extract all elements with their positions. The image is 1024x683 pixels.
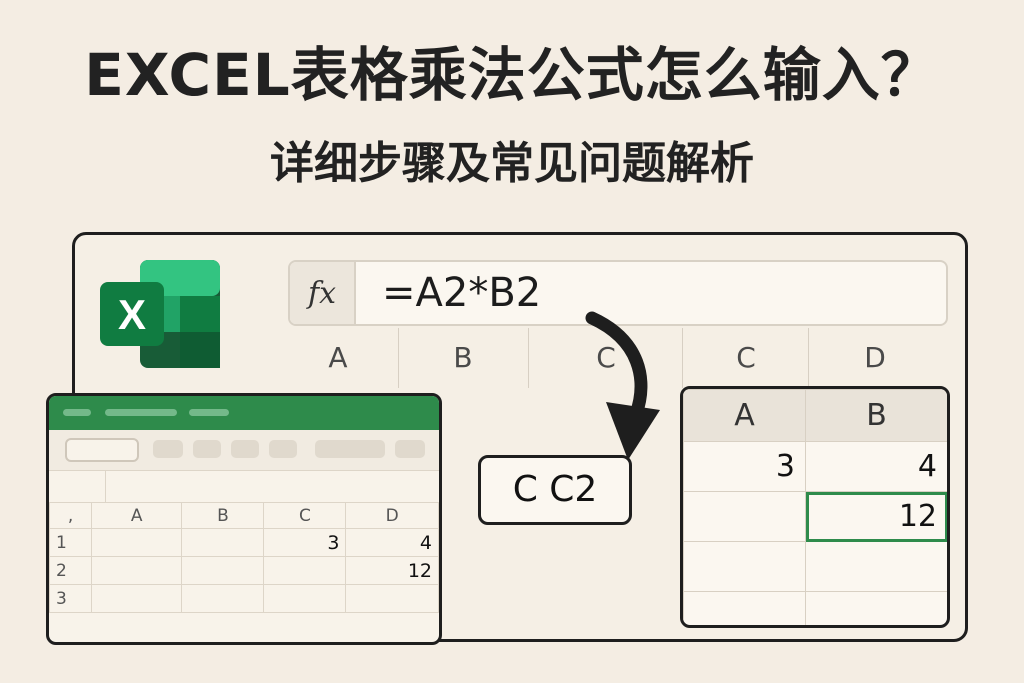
cell[interactable] (805, 591, 947, 625)
column-header-c[interactable]: C (263, 502, 347, 529)
cell[interactable] (181, 584, 265, 613)
table-row (683, 541, 947, 592)
cell[interactable]: 4 (805, 441, 947, 492)
row-header[interactable]: 1 (49, 528, 93, 557)
bg-column-divider (528, 328, 529, 388)
cell[interactable]: 3 (683, 441, 806, 492)
page-title: EXCEL表格乘法公式怎么输入？ (84, 41, 940, 109)
ribbon-button[interactable] (269, 440, 297, 458)
cell[interactable] (263, 556, 347, 585)
bg-column-header: B (453, 341, 473, 374)
table-row: 3 4 (683, 441, 947, 492)
cell[interactable] (263, 584, 347, 613)
bg-column-divider (808, 328, 809, 388)
column-header-a[interactable]: A (91, 502, 183, 529)
cell[interactable] (683, 491, 806, 542)
titlebar-tab[interactable] (105, 409, 177, 416)
table-row: 12 (683, 491, 947, 542)
column-header-b[interactable]: B (181, 502, 265, 529)
logo-sheet-mid-right (180, 296, 220, 332)
page-subtitle: 详细步骤及常见问题解析 (270, 138, 754, 189)
ribbon-name-box[interactable] (65, 438, 139, 462)
titlebar-tab[interactable] (63, 409, 91, 416)
cell[interactable] (683, 591, 806, 625)
fx-icon[interactable]: fx (290, 262, 356, 324)
selected-cell[interactable]: 12 (805, 491, 947, 542)
sheet-name-box[interactable] (49, 470, 106, 502)
spreadsheet-grid: , A B C D 1 3 4 2 12 3 (49, 502, 439, 613)
cell[interactable]: 12 (345, 556, 439, 585)
ribbon-button[interactable] (193, 440, 221, 458)
row-header[interactable]: 2 (49, 556, 93, 585)
table-row: 2 12 (49, 556, 439, 585)
zoom-column-header-b[interactable]: B (805, 389, 947, 442)
cell[interactable] (91, 528, 183, 557)
ribbon-toolbar (49, 430, 439, 471)
bg-column-header: A (328, 341, 348, 374)
table-row: 1 3 4 (49, 528, 439, 557)
bg-column-header: C (736, 341, 756, 374)
cell[interactable] (91, 556, 183, 585)
table-row (683, 591, 947, 625)
zoom-panel: A B 3 4 12 (680, 386, 950, 628)
cell[interactable]: 3 (263, 528, 347, 557)
corner-cell[interactable]: , (49, 502, 93, 529)
arrow-head (606, 402, 660, 460)
bg-column-divider (682, 328, 683, 388)
window-titlebar (49, 396, 439, 430)
ribbon-button[interactable] (315, 440, 385, 458)
curved-arrow-icon (585, 311, 660, 460)
excel-logo-icon: X (100, 260, 220, 368)
column-header-row: , A B C D (49, 502, 439, 529)
logo-sheet-bottom-right (180, 332, 220, 368)
formula-input[interactable]: =A2*B2 (382, 270, 542, 316)
ribbon-button[interactable] (153, 440, 183, 458)
titlebar-tab[interactable] (189, 409, 229, 416)
cell[interactable] (805, 541, 947, 592)
column-header-d[interactable]: D (345, 502, 439, 529)
cell[interactable] (683, 541, 806, 592)
zoom-header-row: A B (683, 389, 947, 442)
background-column-headers: A B C C D (278, 328, 950, 388)
bg-column-header: C (596, 341, 616, 374)
cell[interactable] (181, 556, 265, 585)
cell-reference-label: C C2 (478, 455, 632, 525)
table-row: 3 (49, 584, 439, 613)
logo-badge (100, 282, 164, 346)
ribbon-button[interactable] (231, 440, 259, 458)
bg-column-divider (398, 328, 399, 388)
zoom-grid: A B 3 4 12 (683, 389, 947, 625)
cell[interactable] (91, 584, 183, 613)
spreadsheet-window: , A B C D 1 3 4 2 12 3 (46, 393, 442, 645)
cell[interactable]: 4 (345, 528, 439, 557)
zoom-column-header-a[interactable]: A (683, 389, 806, 442)
bg-column-header: D (864, 341, 886, 374)
formula-bar[interactable]: fx =A2*B2 (288, 260, 948, 326)
logo-letter: X (118, 291, 146, 338)
ribbon-button[interactable] (395, 440, 425, 458)
sheet-formula-bar[interactable] (49, 470, 439, 503)
cell[interactable] (181, 528, 265, 557)
row-header[interactable]: 3 (49, 584, 93, 613)
arrow-shaft (585, 311, 648, 421)
cell[interactable] (345, 584, 439, 613)
